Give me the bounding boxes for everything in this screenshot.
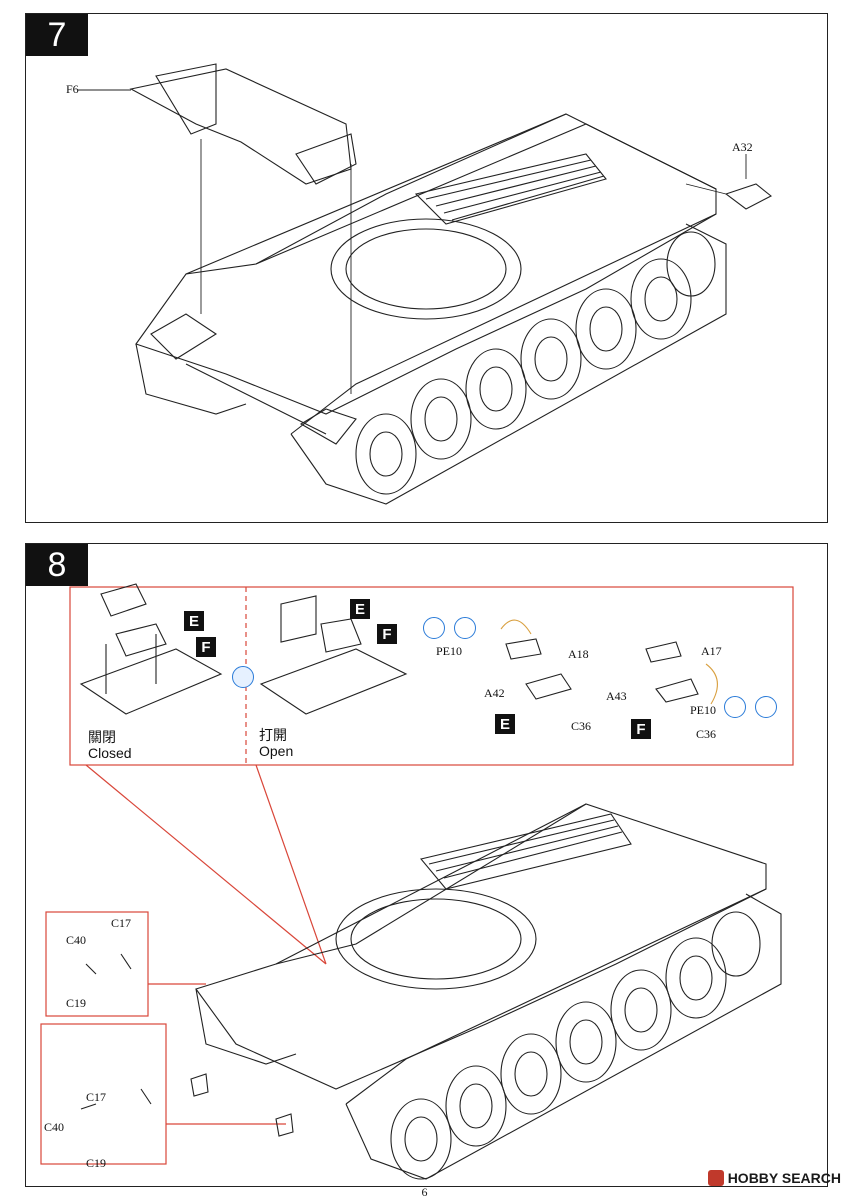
hobby-search-logo-icon bbox=[707, 1170, 724, 1186]
part-e-badge-open: E bbox=[350, 599, 370, 619]
step-8-callouts bbox=[40, 583, 794, 1180]
bend-down-icon-right bbox=[724, 696, 746, 718]
watermark-text: HOBBY SEARCH bbox=[727, 1170, 841, 1186]
label-c36-left: C36 bbox=[571, 719, 592, 733]
part-f-badge-open: F bbox=[377, 624, 397, 644]
bend-line-icon-right bbox=[755, 696, 777, 718]
step-8-badge: 8 bbox=[26, 544, 88, 586]
bend-down-icon-left bbox=[423, 617, 445, 639]
label-c19-bottom: C19 bbox=[86, 1156, 107, 1170]
label-c17-top: C17 bbox=[111, 916, 132, 930]
part-e-badge-right: E bbox=[495, 714, 515, 734]
open-label-en: Open bbox=[259, 743, 294, 759]
label-a32: A32 bbox=[732, 140, 753, 154]
closed-label-en: Closed bbox=[88, 745, 132, 761]
step-8-panel: 8 bbox=[25, 543, 828, 1187]
label-c40-top: C40 bbox=[66, 933, 87, 947]
closed-label-cn: 關閉 bbox=[88, 729, 116, 745]
swap-arrow-icon bbox=[232, 666, 254, 688]
watermark: HOBBY SEARCH bbox=[707, 1170, 841, 1186]
label-a43: A43 bbox=[606, 689, 627, 703]
bend-line-icon-left bbox=[454, 617, 476, 639]
part-f-badge-right: F bbox=[631, 719, 651, 739]
label-c40-bottom: C40 bbox=[44, 1120, 65, 1134]
label-a18: A18 bbox=[568, 647, 589, 661]
part-e-badge-closed: E bbox=[184, 611, 204, 631]
step-7-panel: 7 bbox=[25, 13, 828, 523]
label-f6: F6 bbox=[66, 82, 79, 96]
label-c19-top: C19 bbox=[66, 996, 87, 1010]
label-c17-bottom: C17 bbox=[86, 1090, 107, 1104]
label-pe10-left: PE10 bbox=[436, 644, 463, 658]
step-7-tank-drawing bbox=[78, 63, 773, 505]
label-a17: A17 bbox=[701, 644, 722, 658]
open-label-cn: 打開 bbox=[259, 727, 287, 743]
page-number: 6 bbox=[421, 1185, 428, 1199]
label-a42: A42 bbox=[484, 686, 505, 700]
part-f-badge-closed: F bbox=[196, 637, 216, 657]
label-pe10-right: PE10 bbox=[690, 703, 717, 717]
label-c36-right: C36 bbox=[696, 727, 717, 741]
step-7-badge: 7 bbox=[26, 14, 88, 56]
